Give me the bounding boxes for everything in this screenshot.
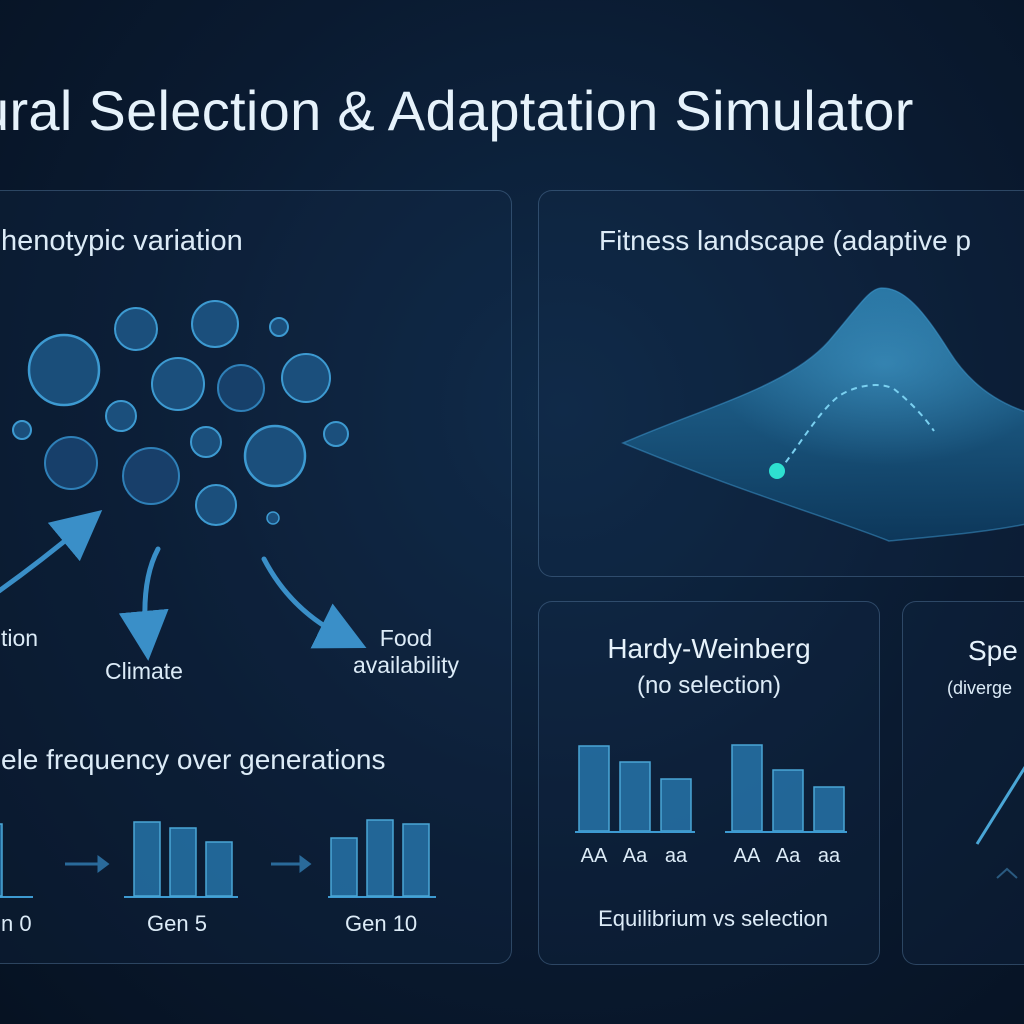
organism-cell xyxy=(266,511,280,525)
allele-bar xyxy=(169,827,197,897)
food-arrow xyxy=(261,556,367,649)
adaptive-path xyxy=(778,384,935,472)
organism-cell xyxy=(44,436,98,490)
hw-bar xyxy=(731,744,763,832)
organism-cell xyxy=(114,307,158,351)
generation-arrows xyxy=(65,855,312,873)
hw-bar xyxy=(660,778,692,832)
organism-cell xyxy=(323,421,349,447)
hw-bars xyxy=(578,744,845,832)
climate-arrow xyxy=(118,546,169,661)
predation-arrow xyxy=(0,509,103,594)
pressure-label-food: Food availability xyxy=(341,625,471,679)
allele-bar xyxy=(205,841,233,897)
hw-title: Hardy-Weinberg xyxy=(607,633,811,664)
genotype-label: aa xyxy=(665,845,688,867)
organism-cell xyxy=(122,447,180,505)
organism-cell xyxy=(105,400,137,432)
organism-cell xyxy=(190,426,222,458)
lineage-branch xyxy=(975,765,1024,845)
allele-bar xyxy=(0,823,3,897)
pressure-label-food-line: Food xyxy=(379,625,433,651)
organism-cell xyxy=(217,364,265,412)
pressure-label-food-line: availability xyxy=(352,652,460,678)
organism-cell xyxy=(191,300,239,348)
selection-arrows xyxy=(0,509,367,661)
speciation-title: Spe xyxy=(968,635,1018,666)
variation-panel: henotypic variation xyxy=(0,190,512,964)
allele-heading: ele frequency over generations xyxy=(1,744,386,775)
genotype-label: AA xyxy=(581,845,608,867)
speciation-subtitle: (diverge xyxy=(947,678,1013,698)
branch-node xyxy=(996,867,1018,879)
genotype-label: AA xyxy=(734,845,761,867)
speciation-panel: Spe (diverge xyxy=(902,601,1024,965)
allele-bar xyxy=(402,823,430,897)
organism-cell xyxy=(195,484,237,526)
organism-cell xyxy=(243,424,307,488)
organism-cell xyxy=(12,420,32,440)
population-diagram xyxy=(0,300,436,898)
pressure-label-predation: tion xyxy=(1,625,39,651)
hw-bar xyxy=(772,769,804,832)
organism-cell xyxy=(281,353,331,403)
organism-cells xyxy=(12,300,349,526)
hw-bar xyxy=(578,745,610,832)
allele-bars xyxy=(0,819,430,897)
divergence-diagram xyxy=(975,765,1024,879)
hw-bar xyxy=(619,761,651,832)
pressure-label-climate: Climate xyxy=(105,658,183,684)
page-title: ural Selection & Adaptation Simulator xyxy=(0,79,914,142)
gen-label: Gen 5 xyxy=(147,911,207,936)
variation-heading: henotypic variation xyxy=(1,225,243,257)
gen-label: Gen 10 xyxy=(345,911,418,936)
organism-cell xyxy=(27,333,101,407)
fitness-heading: Fitness landscape (adaptive p xyxy=(599,225,971,256)
fitness-landscape-surface xyxy=(621,287,1024,542)
hw-bar xyxy=(813,786,845,832)
genotype-label: Aa xyxy=(623,845,648,867)
genotype-label: aa xyxy=(818,845,841,867)
hw-caption: Equilibrium vs selection xyxy=(598,906,828,931)
hw-subtitle: (no selection) xyxy=(636,672,782,699)
population-marker xyxy=(769,463,785,479)
allele-bar xyxy=(366,819,394,897)
fitness-panel: Fitness landscape (adaptive p xyxy=(538,190,1024,577)
allele-bar xyxy=(330,837,358,897)
allele-bar xyxy=(133,821,161,897)
genotype-label: Aa xyxy=(776,845,801,867)
organism-cell xyxy=(269,317,289,337)
organism-cell xyxy=(151,357,205,411)
gen-label: n 0 xyxy=(1,911,32,936)
